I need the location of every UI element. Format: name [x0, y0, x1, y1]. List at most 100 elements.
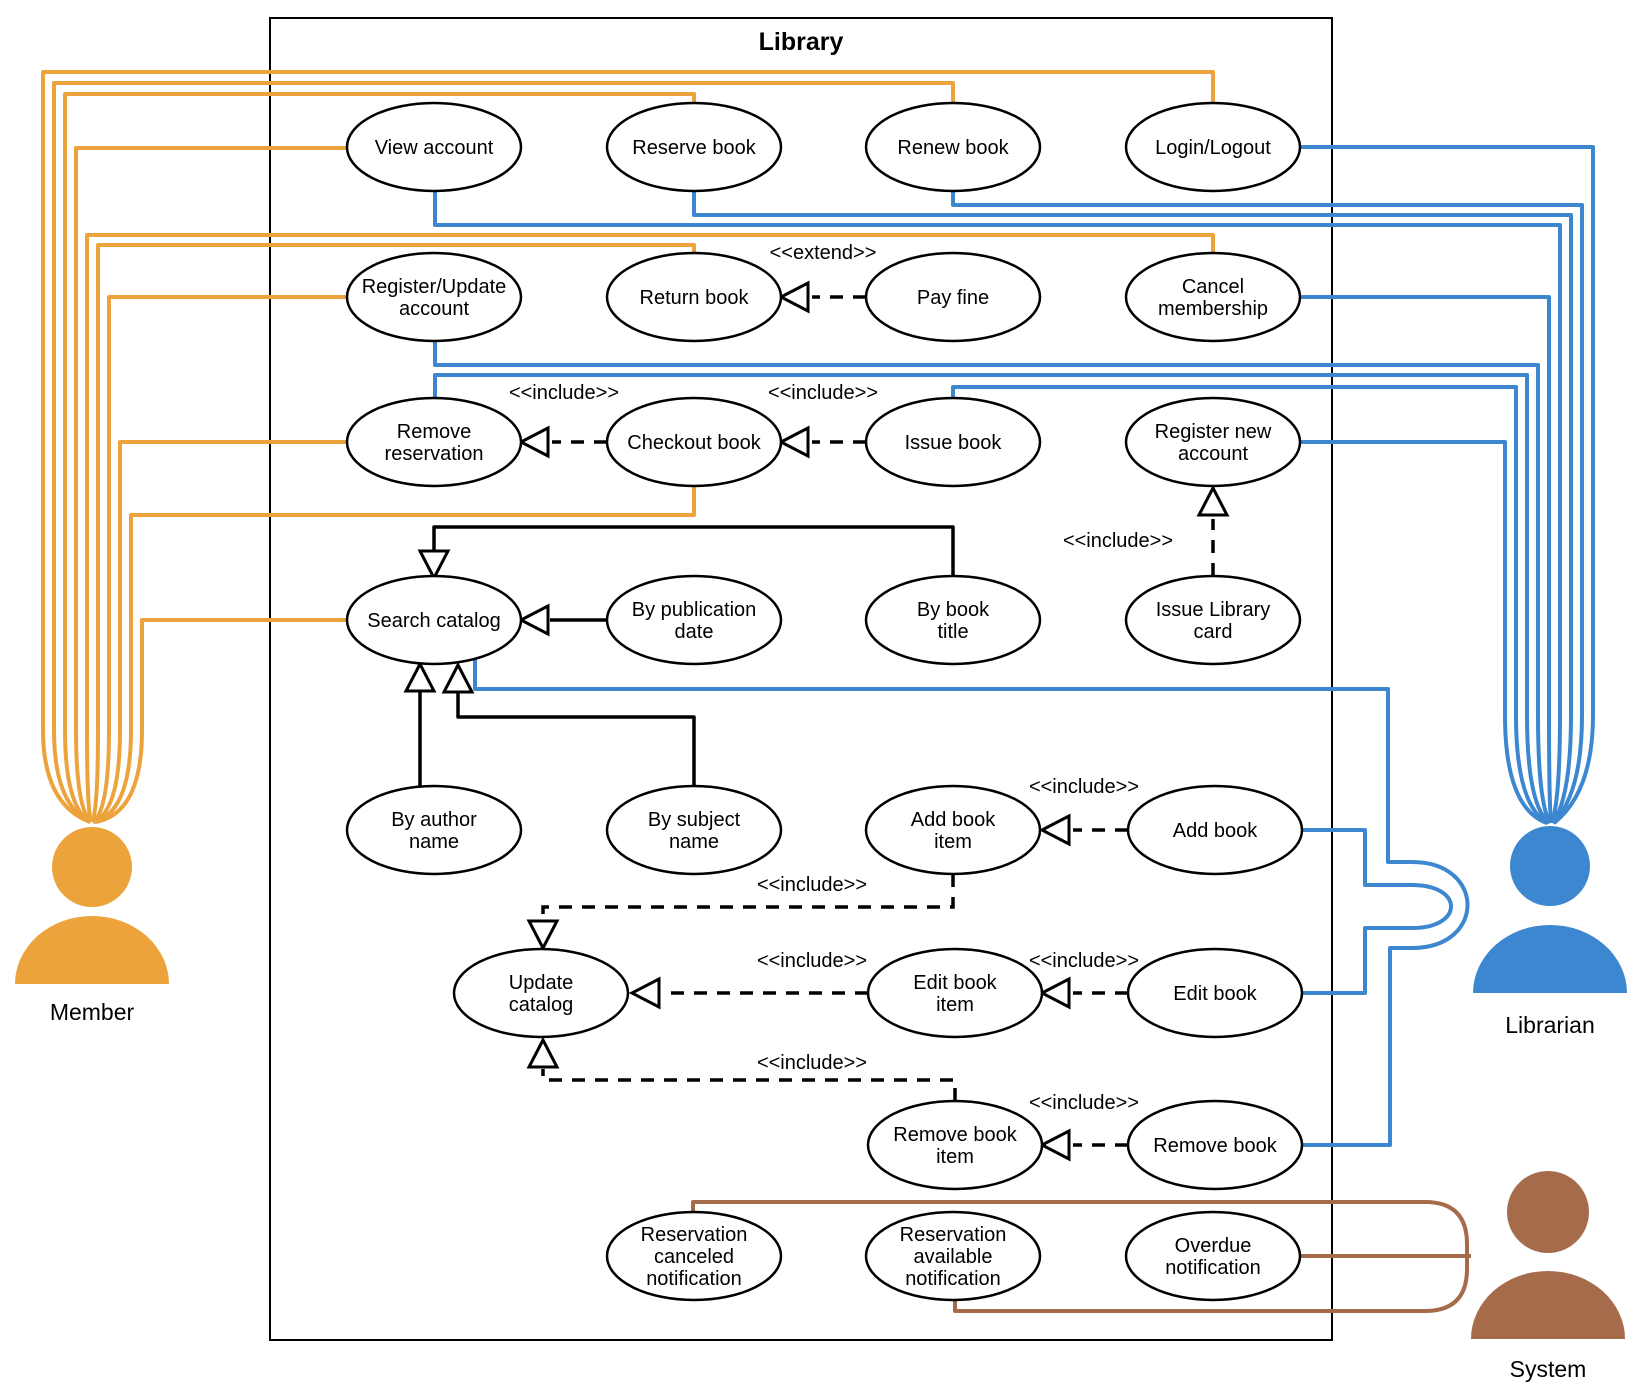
stereotype-extend: <<extend>> [770, 242, 877, 264]
association-system-reservation-canceled [691, 1200, 1469, 1256]
association-librarian-search-catalog-remove-book [473, 658, 1470, 1147]
include-extend-edges [541, 295, 1215, 1147]
stereotype-include-5: <<include>> [757, 874, 867, 896]
system-boundary [269, 17, 1333, 1341]
arrowhead-include-removebookitem [1038, 1128, 1071, 1162]
stereotype-include-4: <<include>> [1029, 776, 1139, 798]
use-case-shape [345, 396, 523, 488]
actor-member[interactable]: Member [15, 827, 169, 1025]
stereotype-include-6: <<include>> [757, 950, 867, 972]
use-case-label: Checkout book [627, 432, 761, 454]
stereotype-include-3: <<include>> [1063, 530, 1173, 552]
association-librarian-cancel-membership [1300, 295, 1553, 824]
association-member-register-update-account [91, 295, 347, 824]
use-case-shape [864, 574, 1042, 666]
use-case-view-account[interactable]: View account [345, 101, 523, 193]
use-case-remove-book[interactable]: Remove book [1126, 1099, 1304, 1191]
use-case-label: Login/Logout [1155, 137, 1271, 159]
use-case-label: Search catalog [367, 610, 500, 632]
arrowheads [403, 280, 1230, 1162]
use-case-nodes: View account Reserve book Renew book Login/… [345, 101, 1304, 1302]
stereotype-labels: <<extend>> <<include>> <<include>> <<inc… [509, 242, 1173, 1114]
use-case-shape [864, 101, 1042, 193]
use-case-label: Pay fine [917, 287, 989, 309]
member-associations [41, 70, 1215, 824]
use-case-shape [1126, 784, 1304, 876]
use-case-pay-fine[interactable]: Pay fine [864, 251, 1042, 343]
association-librarian-login-logout [1300, 145, 1595, 825]
use-case-shape [864, 396, 1042, 488]
association-member-view-account [74, 146, 347, 824]
arrowhead-generalization-searchcatalog-bottom-right [441, 661, 475, 694]
actor-librarian[interactable]: Librarian [1473, 826, 1627, 1038]
association-librarian-remove-reservation [433, 373, 1551, 825]
arrowhead-extend-returnbook [777, 280, 810, 314]
arrowhead-include-removereservation [517, 425, 550, 459]
use-case-shape [605, 1210, 783, 1302]
generalization-bysubjectname-searchcatalog [456, 693, 696, 786]
association-member-search-catalog [94, 618, 347, 824]
association-librarian-register-new-account [1300, 440, 1548, 825]
stereotype-include-9: <<include>> [1029, 1092, 1139, 1114]
use-case-shape [864, 784, 1042, 876]
use-case-checkout-book[interactable]: Checkout book [605, 396, 783, 488]
include-addbookitem-updatecatalog-edge [541, 874, 955, 917]
association-librarian-renew-book [951, 191, 1584, 825]
arrowhead-include-editbookitem [1038, 976, 1071, 1010]
use-case-login-logout[interactable]: Login/Logout [1124, 101, 1302, 193]
use-case-shape [864, 1210, 1042, 1302]
arrowhead-include-registernewaccount [1196, 484, 1230, 517]
use-case-renew-book[interactable]: Renew book [864, 101, 1042, 193]
use-case-label: Edit book [1173, 983, 1257, 1005]
person-icon [1473, 826, 1627, 993]
generalization-bybooktitle-searchcatalog [432, 525, 955, 576]
use-case-shape [1124, 101, 1302, 193]
use-case-shape [345, 574, 523, 666]
system-boundary-title: Library [759, 28, 844, 56]
use-case-issue-book[interactable]: Issue book [864, 396, 1042, 488]
association-librarian-issue-book [951, 385, 1550, 825]
actor-system[interactable]: System [1471, 1171, 1625, 1382]
use-case-shape [605, 251, 783, 343]
use-case-shape [1124, 574, 1302, 666]
use-case-shape [1126, 1099, 1304, 1191]
use-case-edit-book[interactable]: Edit book [1126, 947, 1304, 1039]
association-system-reservation-available [953, 1256, 1469, 1313]
system-associations [691, 1200, 1471, 1313]
stereotype-include-8: <<include>> [757, 1052, 867, 1074]
use-case-reserve-book[interactable]: Reserve book [605, 101, 783, 193]
person-icon [15, 827, 169, 984]
use-case-search-catalog[interactable]: Search catalog [345, 574, 523, 666]
use-case-shape [452, 947, 630, 1039]
use-case-add-book[interactable]: Add book [1126, 784, 1304, 876]
use-case-shape [1126, 947, 1304, 1039]
use-case-return-book[interactable]: Return book [605, 251, 783, 343]
use-case-shape [345, 251, 523, 343]
